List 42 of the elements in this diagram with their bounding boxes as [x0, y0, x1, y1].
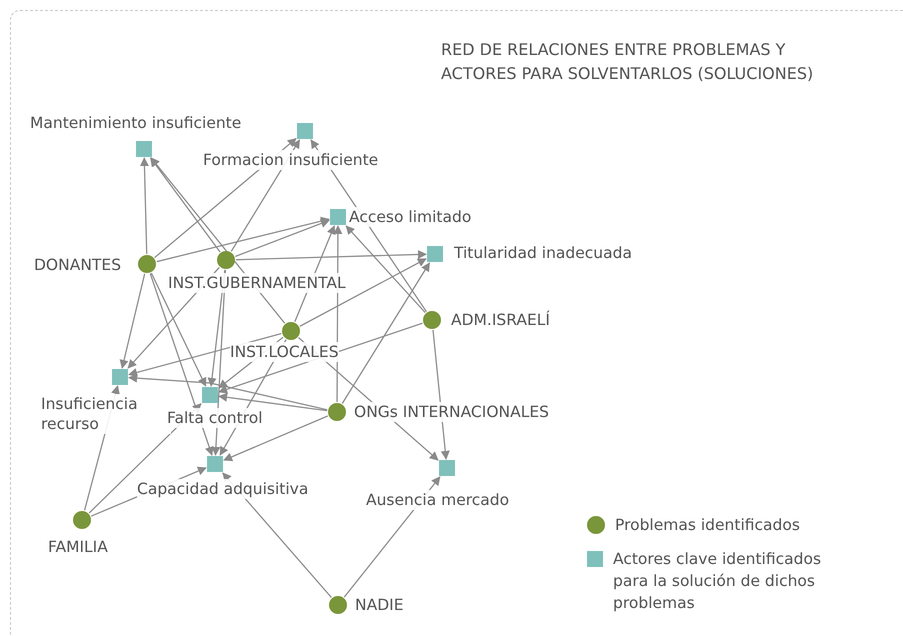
actor-square	[207, 456, 223, 472]
actor-square	[427, 246, 443, 262]
diagram-title: RED DE RELACIONES ENTRE PROBLEMAS Y ACTORES PARA SOLVENTARLOS (SOLUCIONES)	[441, 39, 814, 85]
arrow	[150, 273, 214, 456]
node-label: ONGs INTERNACIONALES	[354, 402, 549, 422]
arrow	[346, 225, 426, 314]
node-label: Formacion insuficiente	[203, 150, 378, 170]
actor-square	[297, 123, 313, 139]
arrow	[156, 216, 330, 262]
node-label: INST.GUBERNAMENTAL	[168, 273, 346, 293]
problem-dot	[282, 322, 300, 340]
problem-dot	[73, 511, 91, 529]
actor-square	[330, 209, 346, 225]
problem-dot	[423, 311, 441, 329]
legend-label: Actores clave identificados para la solución de dichos problemas	[613, 549, 822, 614]
arrow	[128, 374, 328, 410]
node-label: Falta control	[167, 408, 263, 428]
node-label: Acceso limitado	[349, 207, 472, 227]
arrow	[150, 157, 286, 324]
node-label: INST.LOCALES	[230, 342, 339, 362]
actor-square	[202, 387, 218, 403]
problem-dot	[217, 251, 235, 269]
actor-square	[136, 141, 152, 157]
node-label: Capacidad adquisitiva	[137, 479, 308, 499]
actor-square	[439, 460, 455, 476]
arrow	[235, 219, 330, 257]
arrow	[140, 157, 149, 254]
arrow	[236, 250, 427, 260]
arrow	[150, 272, 206, 387]
arrow	[120, 274, 146, 369]
arrow	[150, 157, 221, 252]
arrow	[128, 333, 282, 377]
arrow	[218, 392, 328, 412]
actor-square	[112, 369, 128, 385]
arrow	[223, 415, 328, 462]
legend-label: Problemas identificados	[615, 515, 801, 536]
problem-dot	[328, 403, 346, 421]
problem-dot	[138, 255, 156, 273]
node-label: Ausencia mercado	[366, 490, 510, 510]
arrow	[342, 262, 430, 404]
arrow	[300, 258, 427, 327]
problem-dot	[329, 596, 347, 614]
